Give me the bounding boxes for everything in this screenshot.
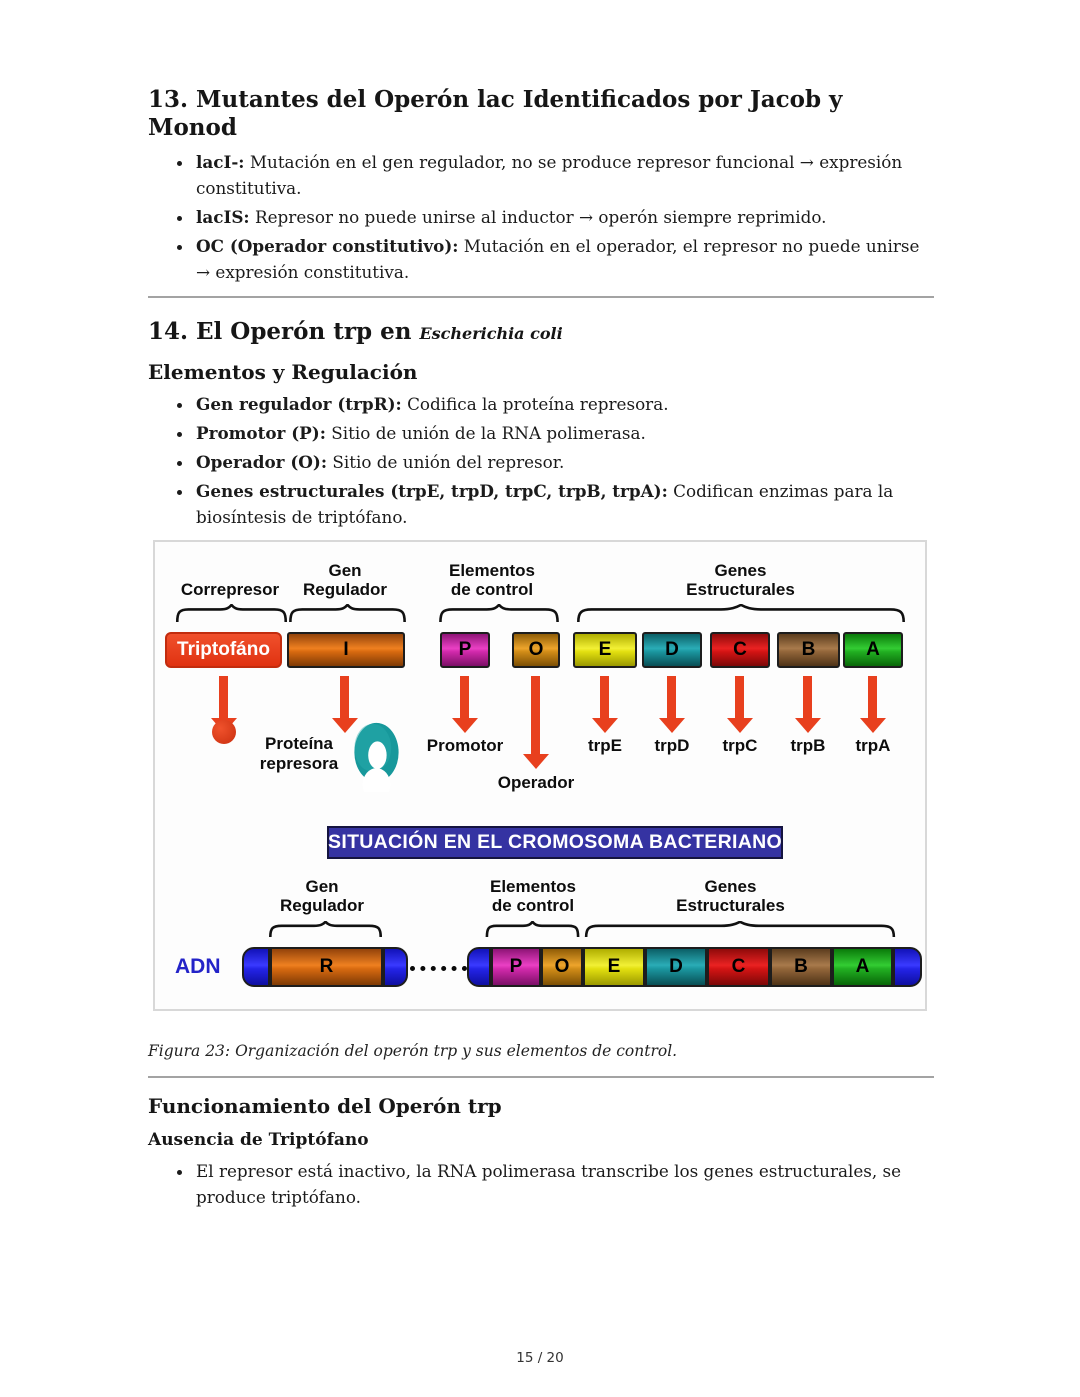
gene-label-trpB: trpB bbox=[790, 736, 826, 755]
section-13-heading: 13. Mutantes del Operón lac Identificado… bbox=[148, 86, 843, 141]
list-item: lacIS: Represor no puede unirse al induc… bbox=[194, 204, 934, 230]
dna-cap bbox=[242, 947, 270, 987]
section-13-list: lacI-: Mutación en el gen regulador, no … bbox=[148, 149, 934, 285]
gene-box-C: C bbox=[710, 632, 770, 668]
list-item: OC (Operador constitutivo): Mutación en … bbox=[194, 233, 934, 285]
bullet-text: Codifican enzimas para la biosíntesis de… bbox=[196, 481, 894, 527]
corepressor-box: Triptofáno bbox=[165, 632, 282, 668]
page-content: 13. Mutantes del Operón lac Identificado… bbox=[148, 0, 934, 1213]
gene-label-trpC: trpC bbox=[722, 736, 758, 755]
down-arrow-icon bbox=[460, 676, 469, 718]
bullet-text: Mutación en el gen regulador, no se prod… bbox=[196, 152, 903, 198]
list-item: Gen regulador (trpR): Codifica la proteí… bbox=[194, 391, 934, 417]
gene-label-trpE: trpE bbox=[588, 736, 622, 755]
group-label-elementos-control-bottom: Elementos de control bbox=[490, 877, 576, 915]
bullet-text: Sitio de unión de la RNA polimerasa. bbox=[331, 423, 646, 443]
section-14-heading: 14. El Operón trp en Escherichia coli bbox=[148, 318, 934, 348]
list-item: lacI-: Mutación en el gen regulador, no … bbox=[194, 149, 934, 201]
species-name: Escherichia coli bbox=[419, 324, 563, 343]
promoter-label: Promotor bbox=[426, 736, 504, 755]
list-item: Operador (O): Sitio de unión del represo… bbox=[194, 449, 934, 475]
dna-segment-D: D bbox=[645, 947, 707, 987]
bullet-text: El represor está inactivo, la RNA polime… bbox=[196, 1161, 902, 1207]
gene-box-B: B bbox=[777, 632, 840, 668]
group-label-genes-estructurales-bottom: Genes Estructurales bbox=[676, 877, 785, 915]
gene-box-P: P bbox=[440, 632, 490, 668]
bullet-lead: lacI-: bbox=[196, 152, 245, 172]
gene-label-trpA: trpA bbox=[855, 736, 891, 755]
down-arrow-icon bbox=[600, 676, 609, 718]
gene-box-O: O bbox=[512, 632, 560, 668]
brace-icon bbox=[438, 604, 560, 622]
gene-box-I: I bbox=[287, 632, 405, 668]
down-arrow-icon bbox=[219, 676, 228, 718]
group-label-gen-regulador: Gen Regulador bbox=[302, 561, 388, 599]
gene-label-trpD: trpD bbox=[654, 736, 690, 755]
bullet-lead: Promotor (P): bbox=[196, 423, 326, 443]
dna-segment-O: O bbox=[541, 947, 583, 987]
functioning-heading: Funcionamiento del Operón trp bbox=[148, 1094, 502, 1118]
page-number: 15 / 20 bbox=[516, 1350, 564, 1366]
dna-segment-E: E bbox=[583, 947, 645, 987]
down-arrow-icon bbox=[868, 676, 877, 718]
bullet-lead: Genes estructurales (trpE, trpD, trpC, t… bbox=[196, 481, 668, 501]
operator-label: Operador bbox=[497, 773, 575, 792]
down-arrow-icon bbox=[340, 676, 349, 718]
brace-icon bbox=[575, 604, 907, 622]
absence-subheading: Ausencia de Triptófano bbox=[148, 1130, 369, 1150]
dna-cap bbox=[467, 947, 491, 987]
bullet-text: Codifica la proteína represora. bbox=[407, 394, 669, 414]
repressor-protein-label: Proteína represora bbox=[259, 734, 339, 773]
dna-segment-C: C bbox=[707, 947, 770, 987]
section-divider bbox=[148, 296, 934, 298]
list-item: Promotor (P): Sitio de unión de la RNA p… bbox=[194, 420, 934, 446]
bullet-text: Mutación en el operador, el represor no … bbox=[196, 236, 920, 282]
bullet-lead: Operador (O): bbox=[196, 452, 328, 472]
figure-caption: Figura 23: Organización del operón trp y… bbox=[148, 1042, 678, 1060]
elements-subheading: Elementos y Regulación bbox=[148, 360, 418, 384]
bullet-lead: OC (Operador constitutivo): bbox=[196, 236, 459, 256]
group-label-elementos-control: Elementos de control bbox=[449, 561, 535, 599]
dna-dotted-gap bbox=[410, 966, 467, 971]
gene-box-E: E bbox=[573, 632, 637, 668]
group-label-correpresor: Correpresor bbox=[180, 580, 280, 599]
down-arrow-icon bbox=[735, 676, 744, 718]
section-divider bbox=[148, 1076, 934, 1078]
section-14-heading-text: 14. El Operón trp en bbox=[148, 318, 412, 345]
bullet-lead: Gen regulador (trpR): bbox=[196, 394, 402, 414]
group-label-gen-regulador-bottom: Gen Regulador bbox=[279, 877, 365, 915]
brace-icon bbox=[485, 921, 580, 937]
trp-operon-diagram: Correpresor Gen Regulador Elementos de c… bbox=[153, 540, 927, 1011]
down-arrow-icon bbox=[667, 676, 676, 718]
dna-segment-B: B bbox=[770, 947, 832, 987]
list-item: El represor está inactivo, la RNA polime… bbox=[194, 1158, 934, 1210]
repressor-protein-icon bbox=[353, 722, 400, 802]
gene-box-A: A bbox=[843, 632, 903, 668]
down-arrow-icon bbox=[803, 676, 812, 718]
functioning-list: El represor está inactivo, la RNA polime… bbox=[148, 1158, 934, 1210]
list-item: Genes estructurales (trpE, trpD, trpC, t… bbox=[194, 478, 934, 530]
bullet-text: Sitio de unión del represor. bbox=[332, 452, 565, 472]
brace-icon bbox=[175, 604, 288, 622]
dna-cap bbox=[893, 947, 922, 987]
chromosome-banner: SITUACIÓN EN EL CROMOSOMA BACTERIANO bbox=[327, 826, 783, 859]
bullet-lead: lacIS: bbox=[196, 207, 250, 227]
dna-segment-P: P bbox=[491, 947, 541, 987]
dna-cap bbox=[383, 947, 408, 987]
down-arrow-icon bbox=[531, 676, 540, 754]
gene-box-D: D bbox=[642, 632, 702, 668]
tryptophan-molecule-icon bbox=[212, 720, 236, 744]
section-14-list: Gen regulador (trpR): Codifica la proteí… bbox=[148, 391, 934, 530]
bullet-text: Represor no puede unirse al inductor → o… bbox=[254, 207, 827, 227]
brace-icon bbox=[268, 921, 383, 937]
brace-icon bbox=[583, 921, 897, 937]
dna-segment-A: A bbox=[832, 947, 893, 987]
dna-segment-R: R bbox=[270, 947, 383, 987]
group-label-genes-estructurales: Genes Estructurales bbox=[686, 561, 795, 599]
dna-label: ADN bbox=[175, 955, 221, 978]
brace-icon bbox=[288, 604, 407, 622]
